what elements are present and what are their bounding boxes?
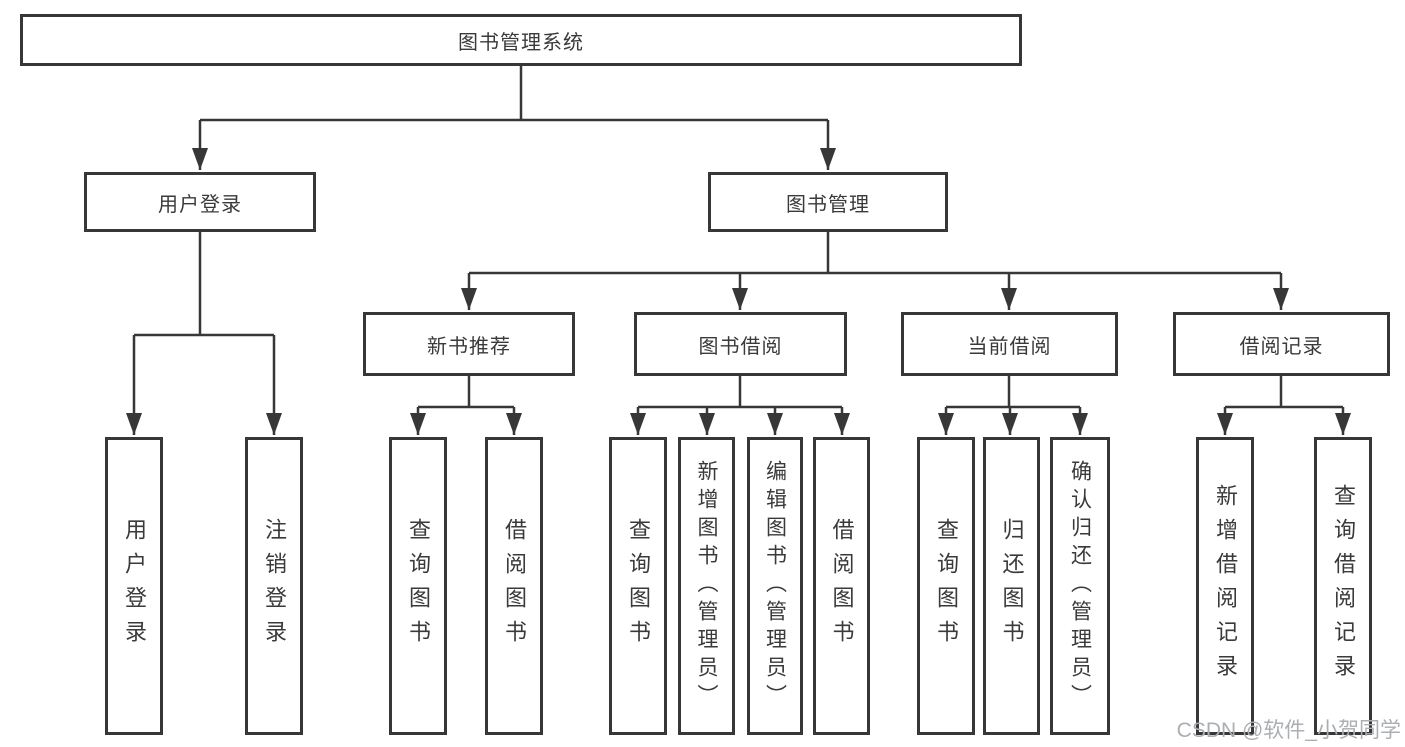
leaf-return-book: 归还图书 (983, 437, 1040, 735)
leaf-return-book-label: 归还图书 (999, 518, 1025, 654)
leaf-add-borrow-record-label: 新增借阅记录 (1213, 484, 1238, 688)
leaf-query-books: 查询图书 (609, 437, 667, 735)
leaf-borrow-books: 借阅图书 (813, 437, 870, 735)
node-book-management-label: 图书管理 (786, 193, 870, 216)
leaf-logout-label: 注销登录 (262, 518, 287, 654)
node-current-borrow: 当前借阅 (901, 312, 1118, 376)
leaf-query-books: 查询图书 (389, 437, 447, 735)
leaf-add-book-admin-label: 新增图书（管理员） (695, 460, 718, 712)
leaf-add-book-admin: 新增图书（管理员） (678, 437, 735, 735)
leaf-confirm-return-admin-label: 确认归还（管理员） (1068, 460, 1092, 712)
leaf-query-borrow-record: 查询借阅记录 (1314, 437, 1372, 735)
leaf-query-borrow-record-label: 查询借阅记录 (1331, 484, 1356, 688)
node-current-borrow-label: 当前借阅 (967, 335, 1052, 358)
node-root-label: 图书管理系统 (458, 31, 584, 54)
leaf-user-login-label: 用户登录 (122, 518, 147, 654)
leaf-add-borrow-record: 新增借阅记录 (1196, 437, 1254, 735)
node-new-book-recommend: 新书推荐 (363, 312, 575, 376)
leaf-user-login: 用户登录 (105, 437, 163, 735)
leaf-query-books-label: 查询图书 (626, 518, 651, 654)
leaf-edit-book-admin-label: 编辑图书（管理员） (763, 460, 787, 712)
leaf-query-books-label: 查询图书 (406, 518, 431, 654)
leaf-logout: 注销登录 (245, 437, 303, 735)
leaf-confirm-return-admin: 确认归还（管理员） (1050, 437, 1110, 735)
leaf-query-books: 查询图书 (917, 437, 975, 735)
leaf-borrow-books-label: 借阅图书 (502, 518, 527, 654)
node-borrow-records: 借阅记录 (1173, 312, 1390, 376)
leaf-borrow-books: 借阅图书 (485, 437, 543, 735)
node-user-login: 用户登录 (84, 172, 316, 232)
leaf-borrow-books-label: 借阅图书 (829, 518, 855, 654)
node-borrow-records-label: 借阅记录 (1239, 335, 1324, 358)
node-book-borrow: 图书借阅 (634, 312, 847, 376)
node-new-book-recommend-label: 新书推荐 (427, 335, 511, 358)
leaf-query-books-label: 查询图书 (934, 518, 959, 654)
node-book-management: 图书管理 (708, 172, 948, 232)
node-book-borrow-label: 图书借阅 (698, 335, 783, 358)
leaf-edit-book-admin: 编辑图书（管理员） (747, 437, 803, 735)
node-root: 图书管理系统 (20, 14, 1022, 66)
node-user-login-label: 用户登录 (158, 193, 242, 216)
watermark: CSDN @软件_小贺同学 (1176, 719, 1401, 742)
